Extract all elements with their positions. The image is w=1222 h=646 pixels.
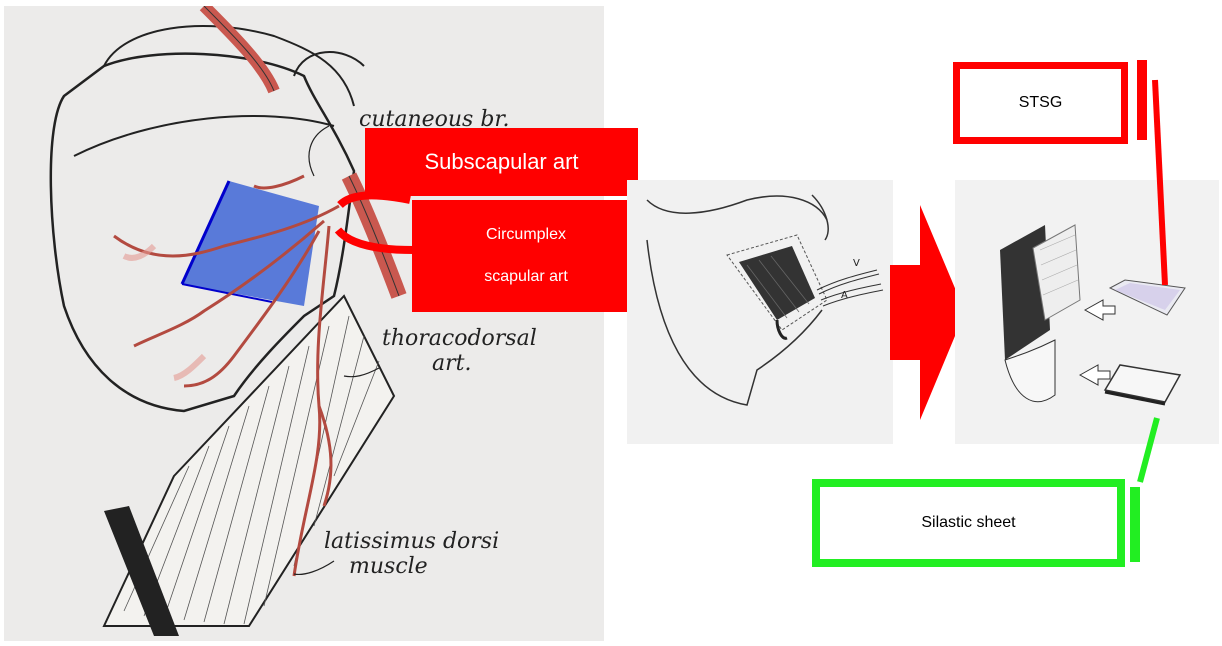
label-stsg-text: STSG bbox=[1019, 94, 1063, 112]
label-box-silastic-sheet: Silastic sheet bbox=[812, 479, 1125, 567]
label-box-stsg: STSG bbox=[953, 62, 1128, 144]
label-silastic-text: Silastic sheet bbox=[921, 514, 1015, 532]
